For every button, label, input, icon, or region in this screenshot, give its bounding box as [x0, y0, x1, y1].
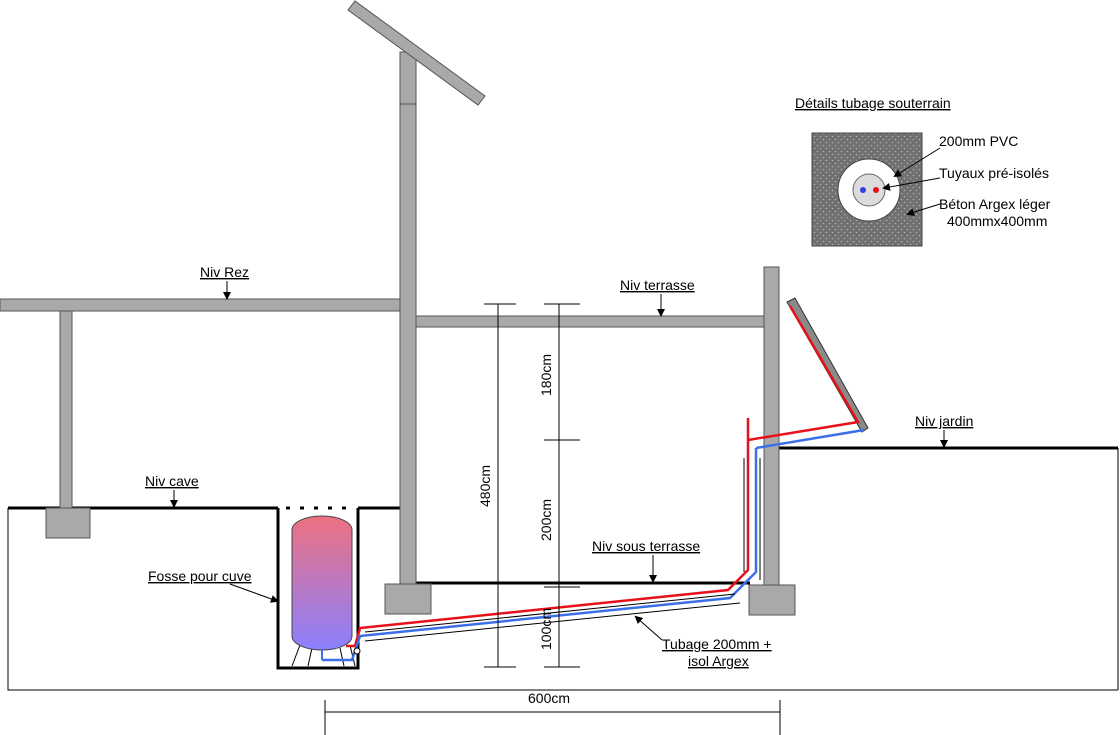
label-niv-cave: Niv cave: [145, 473, 199, 489]
dim-200: 200cm: [538, 499, 554, 541]
garden-solar-panel: [786, 297, 869, 433]
label-niv-jardin: Niv jardin: [915, 413, 973, 429]
dimension-lines: [324, 303, 781, 735]
detail-title: Détails tubage souterrain: [795, 95, 951, 111]
pipe-run: [321, 305, 865, 662]
label-niv-sous-terrasse: Niv sous terrasse: [592, 538, 700, 554]
label-tubage-2: isol Argex: [688, 653, 749, 669]
detail-concrete-2: 400mmx400mm: [947, 213, 1047, 229]
label-tubage-1: Tubage 200mm +: [662, 636, 772, 652]
detail-pvc: 200mm PVC: [939, 133, 1018, 149]
tank-pit: [276, 506, 360, 670]
building-structure: [0, 0, 796, 616]
dim-180: 180cm: [538, 354, 554, 396]
detail-concrete-1: Béton Argex léger: [939, 196, 1051, 212]
label-fosse: Fosse pour cuve: [148, 568, 252, 584]
dim-100: 100cm: [538, 608, 554, 650]
label-niv-terrasse: Niv terrasse: [620, 277, 695, 293]
dim-600: 600cm: [528, 690, 570, 706]
label-niv-rez: Niv Rez: [200, 264, 249, 280]
detail-pipes: Tuyaux pré-isolés: [939, 165, 1049, 181]
detail-inset: Détails tubage souterrain 200mm PVC Tuya…: [795, 95, 1051, 247]
storage-tank: [291, 515, 356, 667]
dim-480: 480cm: [477, 465, 493, 507]
